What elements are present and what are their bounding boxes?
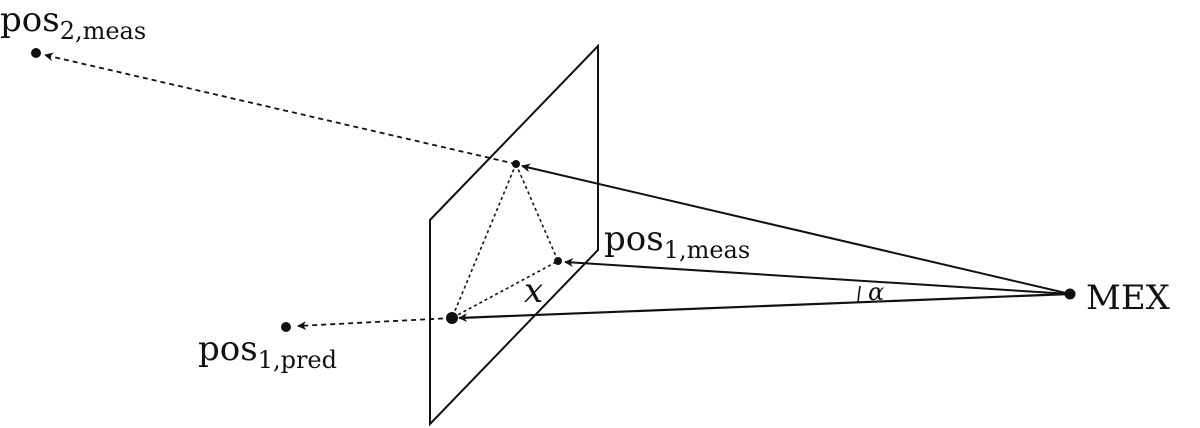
image-plane	[429, 43, 599, 427]
pos1-pred-point	[281, 322, 291, 332]
pos2-projection-point	[512, 160, 520, 168]
alpha-angle-label: α	[868, 278, 884, 306]
pos1-pred-label: pos1,pred	[198, 329, 337, 374]
pos1-meas-label: pos1,meas	[604, 219, 750, 264]
dashed-ray-to-pos1-pred	[297, 317, 453, 331]
ray-to-pos1-pred-projection	[458, 292, 1071, 323]
mex-point	[1064, 288, 1076, 300]
pos1-meas-point	[554, 257, 562, 265]
ray-to-pos2-projection	[521, 163, 1071, 295]
alpha-angle-arc	[857, 285, 861, 304]
dashed-ray-to-pos2	[44, 52, 517, 165]
pos1-pred-projection-point	[446, 312, 458, 324]
pos2-meas-label: pos2,meas	[0, 0, 146, 45]
x-distance-label: x	[524, 271, 543, 311]
pos2-meas-point	[31, 48, 41, 58]
ray-to-pos1-meas	[564, 258, 1071, 295]
mex-label: MEX	[1086, 278, 1171, 318]
